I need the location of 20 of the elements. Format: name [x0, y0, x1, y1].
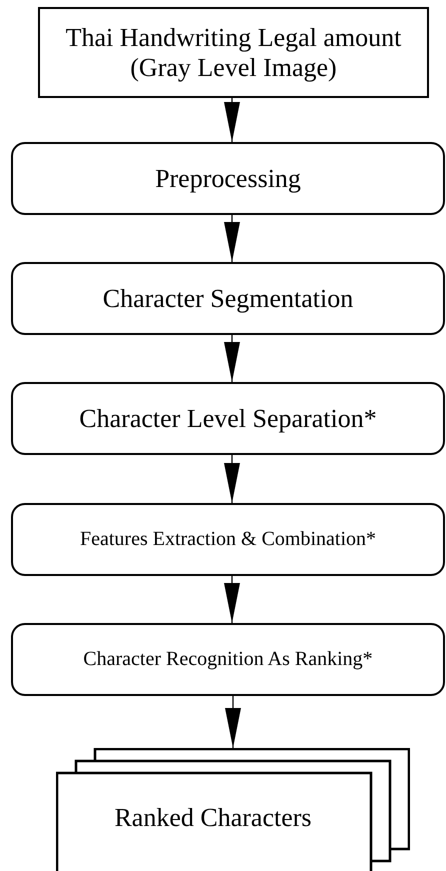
arrow — [224, 335, 240, 382]
arrow — [224, 576, 240, 623]
node-label: Thai Handwriting Legal amount (Gray Level Image) — [64, 22, 402, 82]
arrow — [224, 455, 240, 503]
arrow — [224, 215, 240, 262]
node-label: Ranked Characters — [113, 803, 313, 833]
input-box — [38, 7, 429, 98]
process-box — [11, 262, 445, 335]
process-box — [11, 623, 445, 696]
node-label: Character Segmentation — [102, 284, 354, 314]
arrow — [225, 696, 241, 748]
node-label: Preprocessing — [155, 164, 301, 194]
arrow — [224, 98, 240, 142]
node-label: Features Extraction & Combination* — [80, 528, 376, 551]
node-label: Character Recognition As Ranking* — [83, 648, 373, 671]
process-box — [11, 142, 445, 215]
document-stack — [56, 748, 410, 871]
process-box — [11, 503, 445, 576]
process-box — [11, 382, 445, 455]
node-label: Character Level Separation* — [79, 404, 377, 434]
